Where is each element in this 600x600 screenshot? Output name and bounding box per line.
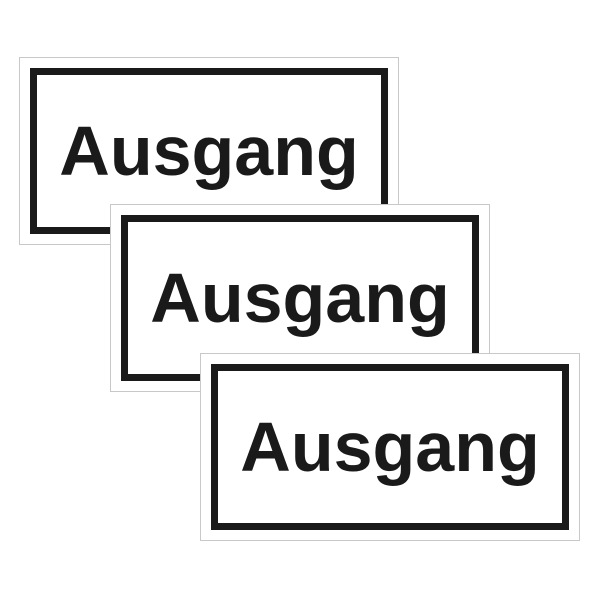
- sign-label: Ausgang: [240, 408, 540, 486]
- sign-label: Ausgang: [150, 259, 450, 337]
- sign-border-frame: Ausgang: [211, 364, 569, 530]
- sign-label: Ausgang: [59, 112, 359, 190]
- exit-sign-front: Ausgang: [200, 353, 580, 541]
